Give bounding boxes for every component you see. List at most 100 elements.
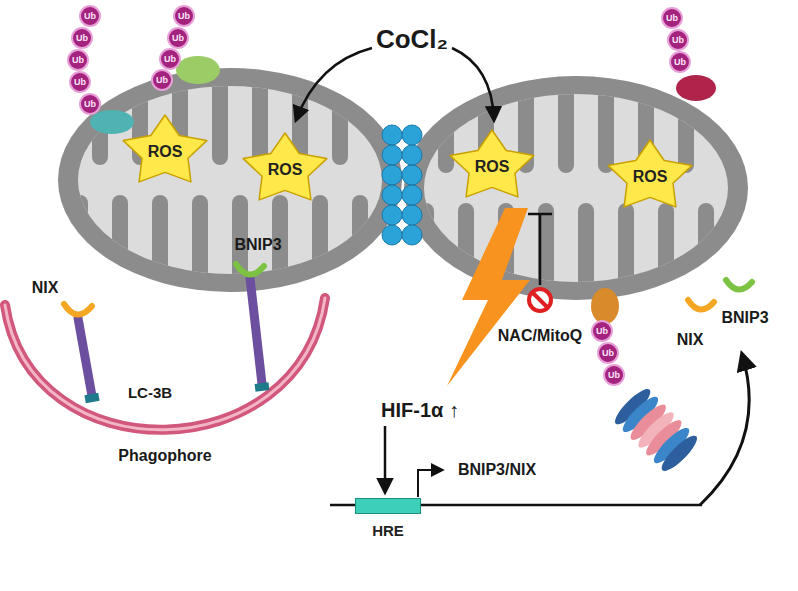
star-outline	[123, 115, 207, 182]
fusion-bead	[402, 185, 422, 205]
mitochondrion-outer	[404, 76, 748, 300]
ros-star: ROS	[239, 129, 331, 207]
no-sign	[529, 289, 551, 311]
no-sign-bar	[533, 293, 547, 307]
fusion-bead	[382, 165, 402, 185]
lightning-bolt	[447, 208, 530, 386]
protein-blob	[176, 56, 220, 84]
ubiquitin-label: Ub	[178, 11, 190, 21]
ubiquitin-circle: Ub	[597, 342, 619, 364]
cristae	[72, 65, 368, 295]
ubiquitin-label: Ub	[74, 77, 86, 87]
ubiquitin-circle: Ub	[67, 49, 89, 71]
ubiquitin-label: Ub	[156, 75, 168, 85]
phagophore-membrane-inner	[5, 298, 325, 430]
ubiquitin-label: Ub	[672, 35, 684, 45]
nix-receptor	[688, 300, 714, 310]
inhibition-bar	[528, 213, 552, 216]
lc3-rod	[78, 318, 92, 396]
transcription-arrow	[418, 470, 442, 497]
fusion-proteins	[382, 125, 422, 245]
ubiquitin-circle: Ub	[151, 69, 173, 91]
hre-label: HRE	[372, 522, 404, 539]
protein-label: NIX	[677, 331, 704, 349]
lc3-tip	[255, 382, 270, 392]
phagophore-membrane	[5, 298, 325, 430]
fusion-bead	[382, 185, 402, 205]
ubiquitin-label: Ub	[164, 54, 176, 64]
ubiquitin-label: Ub	[602, 348, 614, 358]
ros-star: ROS	[604, 136, 696, 214]
hre-box	[355, 498, 421, 514]
ros-label: ROS	[268, 161, 303, 179]
ros-label: ROS	[475, 158, 510, 176]
ubiquitin-circle: Ub	[173, 5, 195, 27]
protein-label: BNIP3	[721, 309, 768, 327]
protein-blob	[676, 75, 716, 101]
structure-label: Phagophore	[118, 447, 211, 465]
ubiquitin-circle: Ub	[669, 51, 691, 73]
ubiquitin-label: Ub	[72, 55, 84, 65]
hre-element: HRE	[355, 498, 421, 539]
gene-label: BNIP3/NIX	[458, 461, 536, 479]
ubiquitin-label: Ub	[608, 370, 620, 380]
bnip3-receptor	[726, 280, 752, 290]
star-outline	[608, 140, 692, 207]
ubiquitin-label: Ub	[596, 326, 608, 336]
cristae	[418, 73, 714, 303]
ubiquitin-circle: Ub	[661, 7, 683, 29]
ubiquitin-label: Ub	[666, 13, 678, 23]
lc3-tip	[84, 393, 99, 403]
ubiquitin-label: Ub	[172, 33, 184, 43]
inhibition-line	[539, 214, 542, 285]
protein-blob	[90, 110, 134, 134]
ros-label: ROS	[633, 168, 668, 186]
fusion-bead	[382, 125, 402, 145]
ros-star: ROS	[119, 111, 211, 189]
ubiquitin-circle: Ub	[667, 29, 689, 51]
fusion-bead	[382, 225, 402, 245]
arrow	[384, 426, 387, 492]
mitochondrion	[404, 73, 748, 303]
ubiquitin-label: Ub	[76, 33, 88, 43]
protein-label: NIX	[32, 279, 59, 297]
arrow	[452, 48, 494, 120]
proteasome-ring	[657, 431, 701, 475]
ubiquitin-circle: Ub	[591, 320, 613, 342]
mitochondrion	[58, 65, 402, 295]
ubiquitin-label: Ub	[84, 99, 96, 109]
fusion-bead	[382, 205, 402, 225]
fusion-bead	[402, 225, 422, 245]
ubiquitin-circle: Ub	[71, 27, 93, 49]
ubiquitin-label: Ub	[674, 57, 686, 67]
ubiquitin-circle: Ub	[79, 5, 101, 27]
fusion-bead	[402, 205, 422, 225]
star-outline	[243, 133, 327, 200]
mitochondrion-outer	[58, 68, 402, 292]
protein-blob	[591, 288, 619, 324]
ubiquitin-label: Ub	[84, 11, 96, 21]
ros-star: ROS	[446, 126, 538, 204]
nix-receptor	[64, 304, 92, 315]
ubiquitin-circle: Ub	[69, 71, 91, 93]
fusion-bead	[402, 125, 422, 145]
ubiquitin-circle: Ub	[79, 93, 101, 115]
ros-label: ROS	[148, 143, 183, 161]
bnip3-receptor	[236, 264, 264, 275]
arrow	[700, 354, 749, 505]
protein-label: LC-3B	[128, 384, 172, 401]
star-outline	[450, 130, 534, 197]
lc3-rod	[250, 278, 262, 384]
arrow	[296, 48, 372, 120]
fusion-bead	[382, 145, 402, 165]
reagent-label: CoCl₂	[376, 25, 448, 55]
inhibitor-label: NAC/MitoQ	[498, 327, 582, 345]
fusion-bead	[402, 165, 422, 185]
proteasome	[611, 385, 702, 476]
fusion-bead	[402, 145, 422, 165]
ubiquitin-circle: Ub	[159, 48, 181, 70]
ubiquitin-circle: Ub	[603, 364, 625, 386]
factor-label: HIF-1α ↑	[381, 399, 459, 422]
ubiquitin-circle: Ub	[167, 27, 189, 49]
